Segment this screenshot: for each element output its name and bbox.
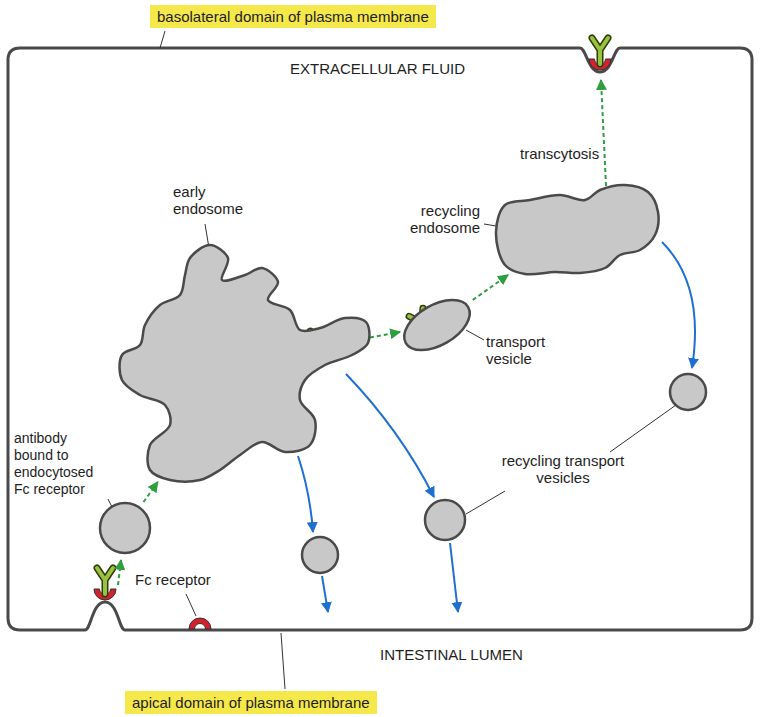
label-holder: basolateral domain of plasma membrane	[150, 5, 436, 28]
recycling-arrow	[298, 456, 313, 532]
text-label: Fc receptor	[135, 571, 211, 588]
text-label: recycling transport vesicles	[488, 452, 638, 486]
compartment-outline	[400, 300, 475, 350]
label-holder: transcytosis	[520, 145, 599, 163]
transcytosis-arrow	[601, 80, 606, 186]
leader-line	[466, 330, 484, 340]
domain-label: basolateral domain of plasma membrane	[150, 5, 436, 28]
compartment-label: early endosome	[173, 183, 253, 217]
recycling-arrows	[298, 242, 695, 612]
leader-line	[160, 31, 165, 48]
compartment: antibody bound to endocytosed Fc recepto…	[99, 502, 151, 554]
label-holder: recycling endosome	[360, 202, 480, 236]
transport-arrow	[144, 482, 158, 502]
label-holder: early endosome	[173, 183, 253, 217]
small-vesicle	[302, 537, 338, 573]
label-holder: apical domain of plasma membrane	[125, 691, 377, 714]
compartment-label: transport vesicle	[486, 333, 564, 367]
transport-arrows	[118, 80, 606, 585]
leader-line	[466, 491, 505, 514]
recycling-vesicles	[302, 374, 706, 573]
leader-lines	[108, 31, 676, 689]
recycling-arrow	[662, 242, 695, 368]
label-holder: recycling transport vesicles	[488, 452, 638, 487]
label-holder: transport vesicle	[486, 333, 564, 367]
small-vesicle	[670, 374, 706, 410]
receptor-antibody-complexes	[94, 38, 626, 629]
label-holder: antibody bound to endocytosed Fc recepto…	[14, 430, 106, 498]
leader-line	[281, 633, 285, 689]
compartment-outline	[99, 502, 151, 554]
compartment-outline	[490, 180, 660, 275]
endocytosis-arrow	[118, 560, 121, 585]
membrane-outline	[496, 185, 659, 274]
membrane-outline	[100, 503, 150, 553]
compartment-outline	[118, 240, 370, 482]
label-holder: EXTRACELLULAR FLUID	[290, 60, 465, 78]
transport-arrow	[473, 275, 508, 300]
leader-line	[484, 224, 496, 226]
compartment: early endosome	[118, 240, 370, 482]
text-label: transcytosis	[520, 145, 599, 162]
small-vesicle	[425, 500, 465, 540]
label-holder: INTESTINAL LUMEN	[380, 646, 523, 664]
label-holder: Fc receptor	[135, 571, 211, 589]
cell-membrane	[8, 48, 752, 630]
compartment: recycling endosome	[490, 180, 660, 275]
transport-arrow	[370, 332, 400, 338]
receptor-antibody	[589, 38, 611, 70]
compartment-label: antibody bound to endocytosed Fc recepto…	[14, 430, 106, 498]
recycling-arrow	[450, 543, 458, 612]
compartment: transport vesicle	[400, 300, 475, 350]
leader-line	[186, 594, 196, 616]
domain-label: apical domain of plasma membrane	[125, 691, 377, 714]
text-label: EXTRACELLULAR FLUID	[290, 60, 465, 77]
membrane-outline	[396, 290, 478, 361]
recycling-arrow	[346, 374, 434, 497]
recycling-arrow	[322, 576, 328, 612]
receptor-antibody	[94, 568, 116, 600]
fc-receptor-symbol	[189, 618, 211, 629]
leader-line	[610, 405, 676, 452]
membrane-outline	[120, 245, 370, 482]
text-label: INTESTINAL LUMEN	[380, 646, 523, 663]
compartment-label: recycling endosome	[360, 202, 480, 236]
